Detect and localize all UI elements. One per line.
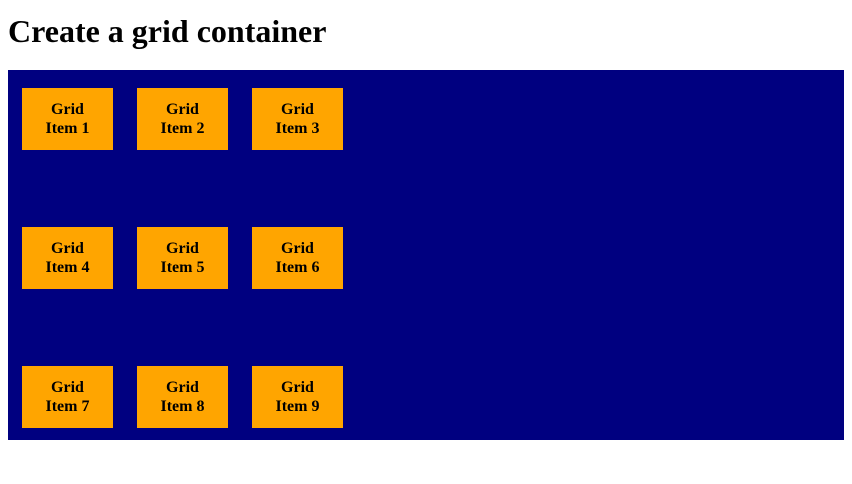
- grid-item-8: Grid Item 8: [137, 366, 228, 428]
- grid-item-7: Grid Item 7: [22, 366, 113, 428]
- grid-item-9: Grid Item 9: [252, 366, 343, 428]
- page: { "page": { "title": "Create a grid cont…: [8, 8, 844, 440]
- page-title: Create a grid container: [8, 13, 327, 49]
- grid-item-2: Grid Item 2: [137, 88, 228, 150]
- grid-item-5: Grid Item 5: [137, 227, 228, 289]
- grid-container: Grid Item 1 Grid Item 2 Grid Item 3 Grid…: [8, 70, 844, 440]
- grid-item-4: Grid Item 4: [22, 227, 113, 289]
- grid-item-1: Grid Item 1: [22, 88, 113, 150]
- grid-item-3: Grid Item 3: [252, 88, 343, 150]
- grid-item-6: Grid Item 6: [252, 227, 343, 289]
